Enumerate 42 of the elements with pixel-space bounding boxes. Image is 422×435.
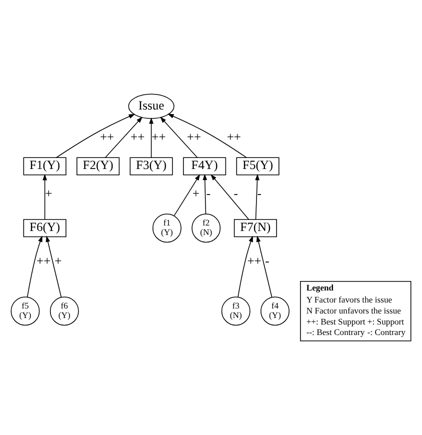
node-box: F1(Y) bbox=[23, 157, 66, 176]
edge-label: - bbox=[234, 186, 238, 200]
arrow bbox=[42, 174, 47, 220]
node-box: F3(Y) bbox=[130, 157, 173, 176]
edge-label: ++ bbox=[226, 130, 241, 144]
node-circle: f4 (Y) bbox=[260, 296, 290, 326]
arrow bbox=[149, 117, 154, 158]
node-circle: f5 (Y) bbox=[10, 296, 40, 326]
edge-label: + bbox=[45, 186, 52, 200]
edge-label: ++ bbox=[36, 254, 51, 268]
arrow bbox=[26, 236, 42, 298]
node-box: F7(N) bbox=[234, 219, 277, 238]
arrow bbox=[238, 236, 253, 298]
node-box: Legend Y Factor favors the issue N Factor unfavors the issue ++: Best Support +: Support --: Best Contrary -: Contrary bbox=[300, 280, 412, 342]
arrow bbox=[168, 114, 247, 158]
edge-label: - bbox=[257, 186, 262, 200]
edge-label: ++ bbox=[152, 130, 166, 144]
arrow bbox=[174, 174, 200, 216]
edge-label: + bbox=[192, 186, 200, 200]
edge-label: ++ bbox=[130, 130, 145, 144]
node-circle: f6 (Y) bbox=[50, 296, 79, 326]
arrow bbox=[202, 174, 208, 214]
node-circle: f2 (N) bbox=[192, 214, 221, 243]
arrow bbox=[46, 236, 62, 298]
node-box: F4Y) bbox=[183, 157, 226, 176]
node-box: F6(Y) bbox=[23, 219, 66, 238]
edge-label: ++ bbox=[100, 130, 114, 144]
arrow bbox=[160, 116, 198, 158]
arrow bbox=[210, 174, 250, 220]
arrow bbox=[56, 114, 136, 158]
arrow bbox=[104, 116, 143, 158]
edge-label: - bbox=[265, 254, 270, 268]
arrow bbox=[255, 174, 260, 220]
edge-label: - bbox=[206, 186, 211, 200]
edge-label: + bbox=[54, 254, 62, 268]
node-circle: f3 (N) bbox=[221, 296, 250, 326]
node-box: F5(Y) bbox=[236, 157, 280, 176]
edge-label: ++ bbox=[247, 254, 262, 268]
node-circle: f1 (Y) bbox=[152, 214, 182, 243]
edge-label: ++ bbox=[186, 130, 202, 144]
node-box: F2(Y) bbox=[76, 157, 120, 176]
arrow bbox=[256, 236, 272, 298]
